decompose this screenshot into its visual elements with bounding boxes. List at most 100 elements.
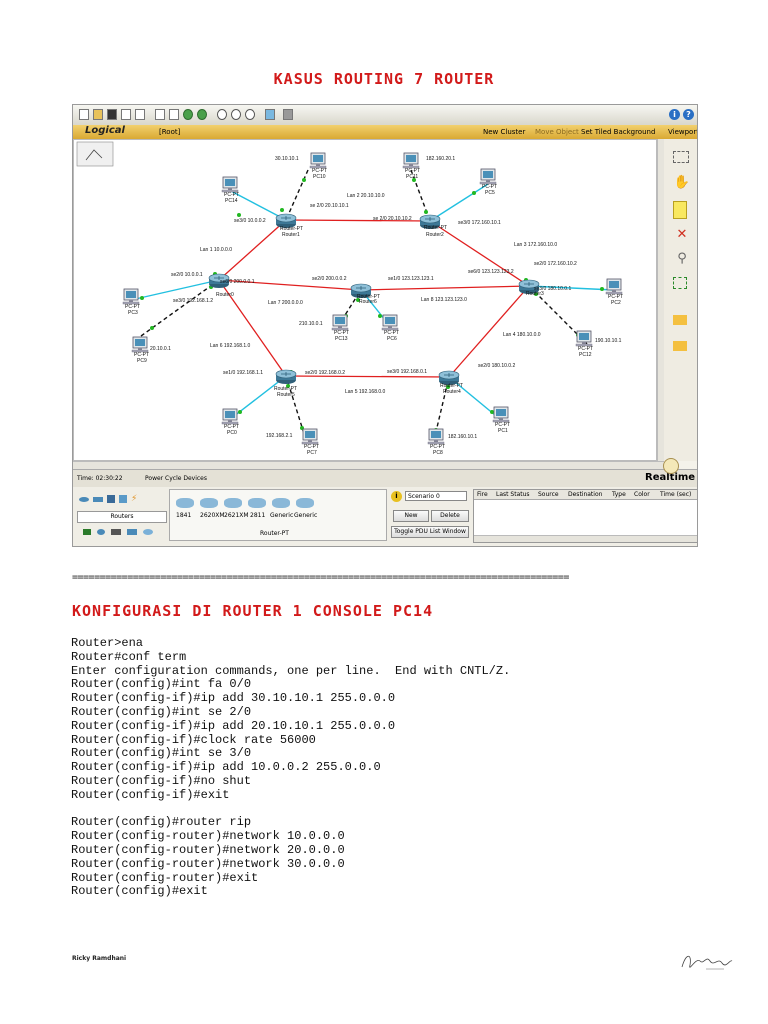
- inspect-icon[interactable]: ⚲: [677, 251, 687, 266]
- device-model-item[interactable]: 2811: [250, 512, 266, 519]
- config-line: Router(config-if)#ip add 30.10.10.1 255.…: [71, 691, 396, 706]
- resize-icon[interactable]: [673, 277, 687, 289]
- config-line: Router(config)#router rip: [71, 815, 252, 830]
- pc-node[interactable]: [221, 176, 239, 193]
- pc-node[interactable]: [301, 428, 319, 445]
- device-category-label: Routers: [77, 511, 167, 523]
- pc-node[interactable]: [122, 288, 140, 305]
- device-model-item[interactable]: 2620XM: [200, 512, 225, 519]
- zoom-reset-icon[interactable]: [231, 109, 241, 120]
- realtime-clock-icon[interactable]: [663, 458, 679, 474]
- palette-icon[interactable]: [265, 109, 275, 120]
- new-scenario-button[interactable]: New: [393, 510, 429, 522]
- network-label: Lan 5 192.168.0.0: [345, 389, 386, 395]
- logical-tab[interactable]: Logical: [85, 125, 125, 136]
- pc-node[interactable]: [131, 336, 149, 353]
- redo-icon[interactable]: [197, 109, 207, 120]
- toggle-pdu-list-button[interactable]: Toggle PDU List Window: [391, 526, 469, 538]
- pdu-column-header[interactable]: Fire: [477, 491, 488, 498]
- device-model-item[interactable]: Generic: [270, 512, 294, 519]
- scenario-info-icon[interactable]: i: [391, 491, 402, 502]
- power-cycle-button[interactable]: Power Cycle Devices: [145, 475, 207, 482]
- print-icon[interactable]: [121, 109, 131, 120]
- pdu-column-header[interactable]: Last Status: [496, 491, 530, 498]
- config-line: Router(config-router)#exit: [71, 870, 259, 885]
- new-file-icon[interactable]: [79, 109, 89, 120]
- device-model-item[interactable]: 1841: [176, 512, 192, 519]
- router-type-label: Router-PT: [424, 225, 447, 231]
- pdu-column-header[interactable]: Color: [634, 491, 650, 498]
- paste-icon[interactable]: [169, 109, 179, 120]
- zoom-out-icon[interactable]: [245, 109, 255, 120]
- pdu-column-header[interactable]: Time (sec): [660, 491, 692, 498]
- topology-canvas[interactable]: Router-PT Router1 Router-PT Router2 Rout…: [73, 139, 657, 461]
- add-simple-pdu-icon[interactable]: [673, 315, 687, 325]
- ip-label: 182.160.10.1: [448, 434, 477, 440]
- device-category-icons[interactable]: ⚡: [79, 495, 139, 507]
- wizard-icon[interactable]: [135, 109, 145, 120]
- pc-name-label: PC2: [611, 300, 621, 306]
- save-icon[interactable]: [107, 109, 117, 120]
- note-icon[interactable]: [673, 201, 687, 219]
- pc-name-label: PC8: [433, 450, 443, 456]
- help-icon[interactable]: ?: [683, 109, 694, 120]
- viewport-button[interactable]: Viewport: [668, 128, 698, 136]
- horizontal-scrollbar[interactable]: [73, 461, 664, 470]
- router-name-label: Router5: [277, 392, 295, 398]
- workspace-bar: Logical [Root] New Cluster Move Object S…: [73, 125, 697, 140]
- network-label: Lan 6 192.168.1.0: [210, 343, 251, 349]
- pc-node[interactable]: [331, 314, 349, 331]
- pc-node[interactable]: [479, 168, 497, 185]
- router-node[interactable]: [275, 369, 297, 385]
- pc-node[interactable]: [427, 428, 445, 445]
- delete-scenario-button[interactable]: Delete: [431, 510, 469, 522]
- pc-type-label: PC-PT: [224, 192, 239, 198]
- new-cluster-button[interactable]: New Cluster: [483, 128, 526, 136]
- copy-icon[interactable]: [155, 109, 165, 120]
- pc-node[interactable]: [221, 408, 239, 425]
- cluster-icon[interactable]: [76, 141, 114, 167]
- config-line: Router(config-if)#ip add 20.10.10.1 255.…: [71, 718, 396, 733]
- pc-node[interactable]: [575, 330, 593, 347]
- delete-icon[interactable]: ✕: [676, 227, 688, 242]
- custom-device-icon[interactable]: [283, 109, 293, 120]
- device-model-item[interactable]: 2621XM: [224, 512, 249, 519]
- router-type-label: Router-PT: [280, 226, 303, 232]
- pc-name-label: PC7: [307, 450, 317, 456]
- pdu-table-scrollbar[interactable]: [474, 535, 697, 542]
- device-model-item[interactable]: Generic: [294, 512, 318, 519]
- config-line: Router(config-router)#network 30.0.0.0: [71, 856, 345, 871]
- pc-type-label: PC-PT: [334, 330, 349, 336]
- scenario-select[interactable]: Scenario 0: [405, 491, 467, 501]
- vertical-scrollbar[interactable]: [657, 139, 665, 461]
- pc-node[interactable]: [402, 152, 420, 169]
- info-icon[interactable]: i: [669, 109, 680, 120]
- device-subcategory-icons[interactable]: [83, 527, 163, 537]
- config-line: Router(config)#int fa 0/0: [71, 677, 252, 692]
- pc-name-label: PC0: [227, 430, 237, 436]
- pc-node[interactable]: [381, 314, 399, 331]
- select-icon[interactable]: [673, 151, 689, 163]
- add-complex-pdu-icon[interactable]: [673, 341, 687, 351]
- config-listing: Router>ena Router#conf term Enter config…: [71, 636, 510, 899]
- undo-icon[interactable]: [183, 109, 193, 120]
- pc-name-label: PC10: [313, 174, 326, 180]
- realtime-mode-label[interactable]: Realtime: [645, 472, 696, 483]
- move-icon[interactable]: ✋: [673, 175, 691, 190]
- pc-type-label: PC-PT: [608, 294, 623, 300]
- pc-node[interactable]: [309, 152, 327, 169]
- move-object-button[interactable]: Move Object: [535, 128, 579, 136]
- set-background-button[interactable]: Set Tiled Background: [581, 128, 656, 136]
- pdu-column-header[interactable]: Destination: [568, 491, 603, 498]
- interface-label: se2/0 200.0.0.2: [312, 276, 347, 282]
- zoom-in-icon[interactable]: [217, 109, 227, 120]
- config-line: Router(config)#int se 3/0: [71, 746, 252, 761]
- config-line: Router>ena: [71, 636, 144, 650]
- pc-node[interactable]: [492, 406, 510, 423]
- pdu-column-header[interactable]: Type: [612, 491, 626, 498]
- open-icon[interactable]: [93, 109, 103, 120]
- root-breadcrumb[interactable]: [Root]: [159, 128, 181, 136]
- interface-label: se3/0 192.168.1.2: [173, 298, 213, 304]
- pdu-column-header[interactable]: Source: [538, 491, 559, 498]
- pc-node[interactable]: [605, 278, 623, 295]
